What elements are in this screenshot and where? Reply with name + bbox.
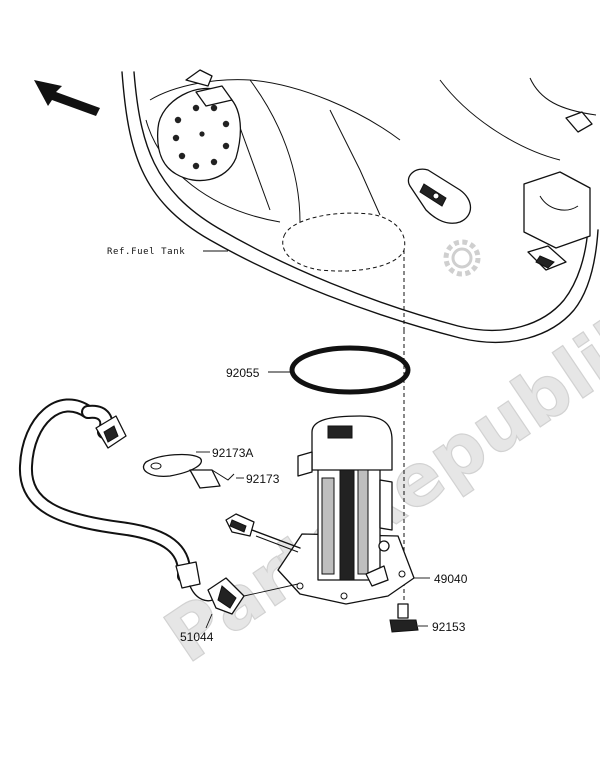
bolt-92153: 92153 [389,603,466,634]
part-label-51044: 51044 [180,630,214,644]
gear-icon [443,239,481,277]
fuel-hose-51044: 51044 [18,398,299,644]
o-ring-92055: 92055 [226,345,411,395]
front-direction-arrow-icon [34,80,100,116]
ref-fuel-tank-label: Ref.Fuel Tank [107,247,185,257]
ref-fuel-tank-callout: Ref.Fuel Tank [107,247,228,257]
fuel-pump-assembly-49040: 49040 [277,415,468,605]
electrical-connector [225,513,301,553]
part-label-92173a: 92173A [212,446,253,460]
clamp-92173: 92173 [189,469,280,489]
fuel-tank [121,69,599,344]
part-label-49040: 49040 [434,572,468,586]
washer-92173a: 92173A [142,446,253,477]
part-label-92153: 92153 [432,620,466,634]
part-label-92055: 92055 [226,366,260,380]
part-label-92173: 92173 [246,472,280,486]
